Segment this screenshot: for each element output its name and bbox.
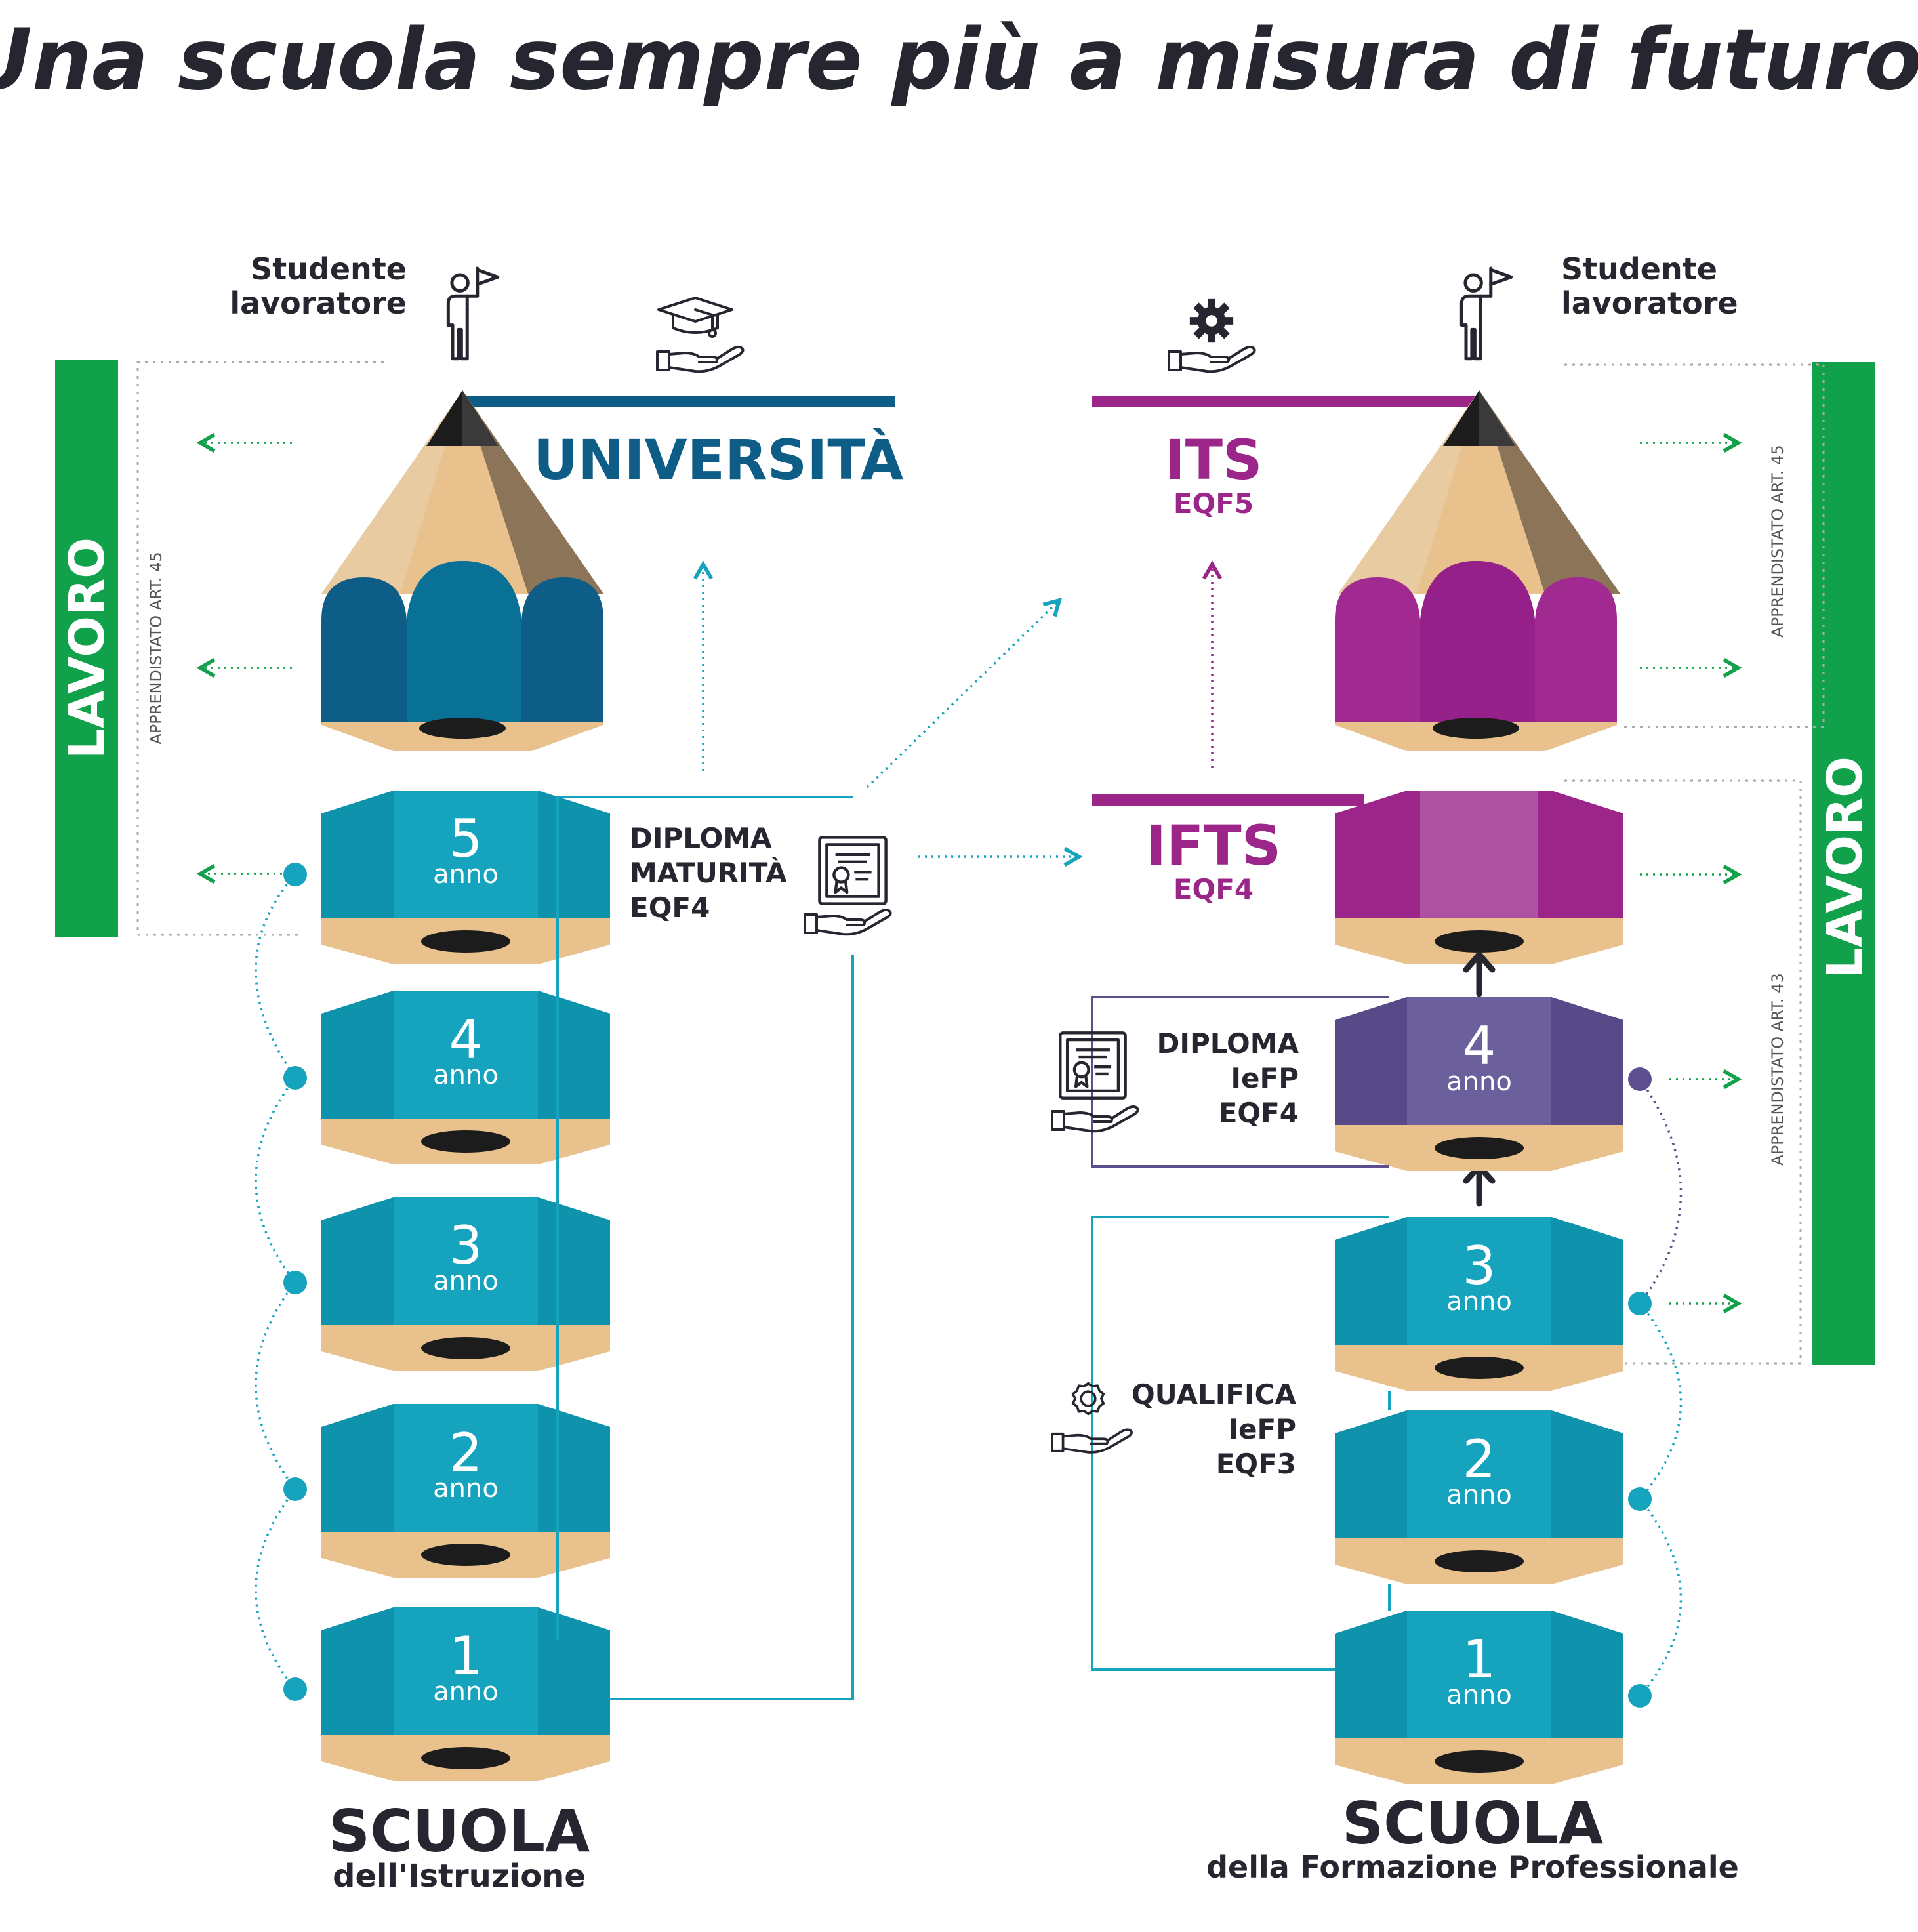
right-studente-line2: lavoratore <box>1561 285 1738 321</box>
left-year-3-dot <box>283 1271 307 1294</box>
left-year-5-dot <box>283 863 307 886</box>
right-year-3-dot <box>1628 1292 1652 1315</box>
left-arrow-to-its <box>866 598 1063 789</box>
right-year-3: 3 anno <box>1335 1217 1623 1391</box>
right-year-2-number: 2 <box>1463 1429 1496 1490</box>
right-diploma-label: DIPLOMA IeFP EQF4 <box>1156 1027 1299 1129</box>
right-certificate-hand-icon <box>1051 1033 1139 1133</box>
right-qualifica-line3: EQF3 <box>1216 1448 1296 1480</box>
right-year-1-dot <box>1628 1684 1652 1708</box>
left-year-3: 3 anno <box>321 1197 610 1371</box>
ifts-eqf-label: EQF4 <box>1173 873 1254 905</box>
right-school-subtitle: della Formazione Professionale <box>1206 1849 1739 1885</box>
up-arrow-to-ifts <box>1463 951 1496 997</box>
right-apprendistato-43-bracket <box>1564 779 1802 1365</box>
left-year-3-word: anno <box>433 1266 499 1296</box>
left-student-flag-icon <box>448 268 498 359</box>
left-year-2-dot <box>283 1477 307 1501</box>
left-apprendistato-label: APPRENDISTATO ART. 45 <box>147 552 165 744</box>
left-year-4-number: 4 <box>449 1009 483 1070</box>
graduation-cap-hand-icon <box>656 297 745 373</box>
page-title: Una scuola sempre più a misura di futuro… <box>0 11 1918 109</box>
right-year-4-word: anno <box>1446 1067 1512 1097</box>
right-apprendistato-45-label: APPRENDISTATO ART. 45 <box>1768 445 1787 637</box>
left-diploma-line1: DIPLOMA <box>630 822 772 854</box>
left-year-1-word: anno <box>433 1677 499 1707</box>
right-diploma-bracket <box>1091 996 1389 1168</box>
right-year-4-dot <box>1628 1067 1652 1091</box>
ifts-label: IFTS <box>1146 813 1281 878</box>
left-school-title: SCUOLA <box>329 1798 590 1865</box>
right-pencil-tip <box>1335 390 1620 751</box>
left-diploma-line2: MATURITÀ <box>630 856 787 889</box>
left-apprendistato-bracket <box>136 361 384 936</box>
left-year-3-number: 3 <box>449 1215 483 1276</box>
right-year-1-number: 1 <box>1463 1629 1496 1690</box>
left-diploma-bracket <box>556 796 854 1700</box>
its-label: ITS <box>1164 428 1262 492</box>
right-year-2: 2 anno <box>1335 1410 1623 1584</box>
right-diploma-line3: EQF4 <box>1219 1097 1299 1129</box>
left-school-subtitle: dell'Istruzione <box>333 1858 586 1895</box>
left-lavoro-bar: LAVORO <box>55 360 118 937</box>
left-diploma-label: DIPLOMA MATURITÀ EQF4 <box>630 822 787 924</box>
left-year-5-number: 5 <box>449 808 483 869</box>
left-year-4: 4 anno <box>321 991 610 1164</box>
right-lavoro-bar: LAVORO <box>1812 362 1875 1365</box>
right-year-4-number: 4 <box>1463 1016 1496 1077</box>
right-apprendistato-45-bracket <box>1564 363 1825 728</box>
right-year-2-word: anno <box>1446 1480 1512 1510</box>
left-pencil-tip <box>321 390 603 751</box>
left-year-2-word: anno <box>433 1473 499 1504</box>
left-studente-line2: lavoratore <box>230 285 407 321</box>
right-qualifica-label: QUALIFICA IeFP EQF3 <box>1132 1378 1297 1480</box>
universita-label: UNIVERSITÀ <box>533 428 903 492</box>
left-year-1: 1 anno <box>321 1607 610 1781</box>
right-year-4: 4 anno <box>1335 997 1623 1171</box>
left-year-1-number: 1 <box>449 1626 483 1687</box>
right-year-3-number: 3 <box>1463 1235 1496 1296</box>
left-year-5: 5 anno <box>321 791 610 964</box>
right-year-2-dot <box>1628 1487 1652 1511</box>
right-school-title: SCUOLA <box>1342 1790 1603 1857</box>
left-year-2: 2 anno <box>321 1404 610 1578</box>
right-qualifica-line2: IeFP <box>1228 1413 1296 1445</box>
right-year-1: 1 anno <box>1335 1611 1623 1784</box>
left-year-1-dot <box>283 1677 307 1701</box>
right-year-1-word: anno <box>1446 1680 1512 1710</box>
its-eqf-label: EQF5 <box>1173 487 1254 520</box>
right-lavoro-label: LAVORO <box>1817 756 1873 978</box>
left-year-4-dot <box>283 1066 307 1090</box>
right-studente-line1: Studente <box>1561 251 1717 287</box>
right-diploma-line2: IeFP <box>1231 1062 1299 1094</box>
right-year-3-word: anno <box>1446 1286 1512 1317</box>
left-diploma-line3: EQF4 <box>630 892 710 924</box>
left-year-5-word: anno <box>433 859 499 890</box>
left-studente-line1: Studente <box>251 251 407 287</box>
left-certificate-hand-icon <box>804 837 892 936</box>
left-year-4-word: anno <box>433 1060 499 1090</box>
left-lavoro-label: LAVORO <box>59 537 115 759</box>
ifts-segment <box>1335 791 1623 964</box>
right-qualifica-line1: QUALIFICA <box>1132 1378 1297 1410</box>
right-student-flag-icon <box>1461 268 1511 359</box>
up-arrow-to-year-4 <box>1463 1163 1496 1207</box>
right-apprendistato-43-label: APPRENDISTATO ART. 43 <box>1768 973 1787 1165</box>
left-year-2-number: 2 <box>449 1422 483 1483</box>
right-diploma-line1: DIPLOMA <box>1156 1027 1299 1059</box>
gear-hand-icon <box>1168 298 1256 373</box>
